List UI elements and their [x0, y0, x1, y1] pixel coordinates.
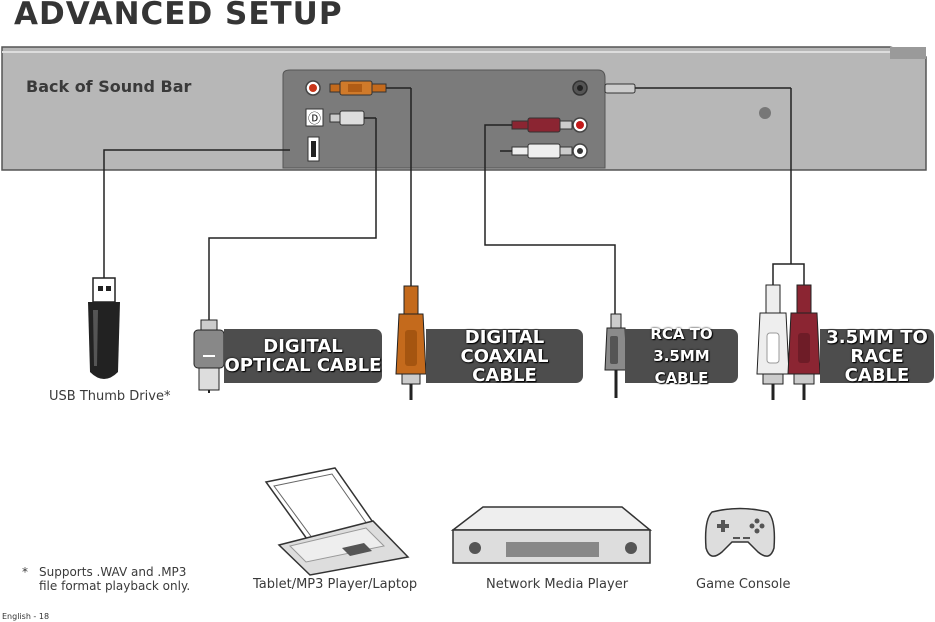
media-player-caption: Network Media Player: [486, 577, 629, 592]
laptop-icon: [264, 467, 410, 576]
mini-jack-plug: [604, 313, 628, 398]
game-console-caption: Game Console: [696, 577, 791, 592]
game-controller-icon: [704, 507, 776, 557]
optical-cable-label: DIGITAL OPTICAL CABLE: [224, 329, 382, 383]
coaxial-cable-label-line1: DIGITAL: [464, 326, 545, 348]
rca-red-plug: [787, 284, 821, 400]
footnote-mark: *: [22, 565, 28, 579]
footnote-line2: file format playback only.: [39, 579, 191, 593]
sound-bar-label: Back of Sound Bar: [26, 77, 192, 96]
optical-jack: [305, 108, 324, 127]
mini-to-rca-cable-label: 3.5MM TO RACE CABLE: [820, 326, 934, 386]
mounting-hole: [759, 107, 771, 119]
rca-red-plug-inserted: [527, 117, 561, 133]
mini-to-rca-cable-label-line2: RACE CABLE: [844, 345, 910, 386]
coaxial-plug: [395, 285, 427, 400]
rca-white-plug: [756, 284, 790, 400]
laptop-caption: Tablet/MP3 Player/Laptop: [253, 577, 418, 592]
rca-white-plug-inserted: [527, 143, 561, 159]
rca-to-mini-cable-label-line2: 3.5MM CABLE: [653, 347, 710, 387]
optical-cable-label-line1: DIGITAL: [263, 336, 343, 357]
mini-to-rca-cable-label-line1: 3.5MM TO: [826, 326, 928, 348]
optical-plug: [193, 319, 225, 393]
usb-thumb-drive: [88, 277, 120, 379]
usb-drive-caption: USB Thumb Drive*: [49, 389, 171, 404]
optical-cable-label-line2: OPTICAL CABLE: [224, 355, 382, 376]
optical-plug-inserted: [339, 110, 365, 126]
rca-to-mini-cable-label-line1: RCA TO: [650, 325, 713, 343]
footnote-line1: Supports .WAV and .MP3: [39, 565, 187, 579]
page-title: ADVANCED SETUP: [14, 0, 343, 32]
svg-text:Ⓓ: Ⓓ: [308, 112, 321, 127]
coaxial-cable-label-line2: COAXIAL CABLE: [460, 345, 549, 386]
media-player-icon: [450, 506, 653, 564]
page-number: English - 18: [2, 612, 50, 621]
mini-jack-plug-inserted: [604, 83, 636, 94]
coaxial-cable-label: DIGITAL COAXIAL CABLE: [426, 326, 583, 386]
rca-to-mini-cable-label: RCA TO 3.5MM CABLE: [625, 325, 738, 387]
